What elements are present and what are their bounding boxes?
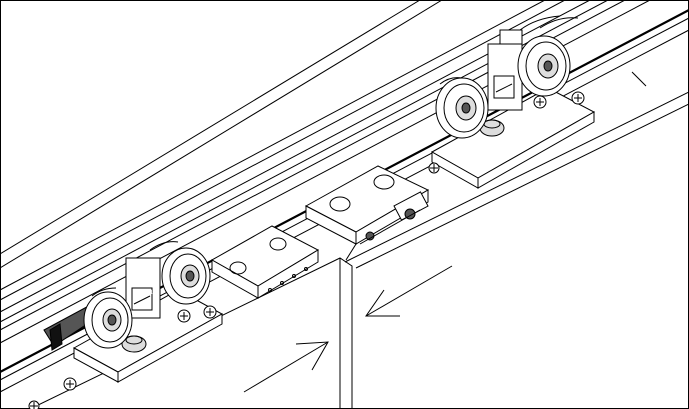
right-arrow <box>243 341 329 393</box>
center-connector <box>304 165 430 261</box>
left-trolley: MINIMAL <box>28 241 224 409</box>
left-arrow <box>365 265 453 317</box>
left-mounting-plate <box>210 225 320 299</box>
right-trolley <box>428 15 596 189</box>
trolley-label: MINIMAL <box>133 290 154 296</box>
